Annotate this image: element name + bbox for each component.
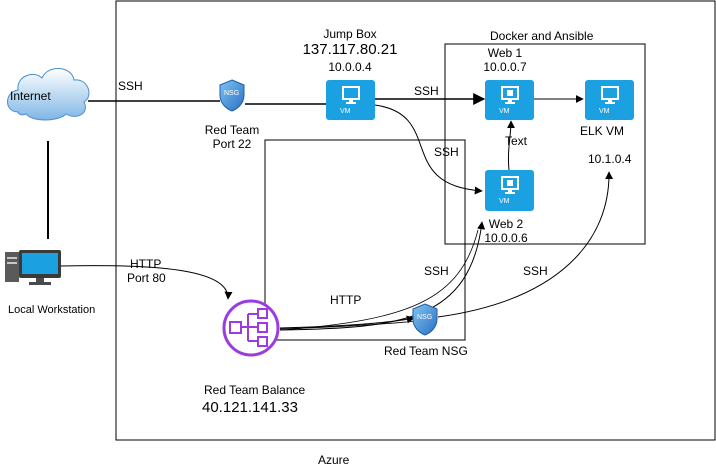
internet-ssh-label: SSH (118, 79, 143, 93)
lb-to-nsg-edge (279, 315, 415, 329)
web2-ip: 10.0.0.6 (484, 231, 528, 245)
load-balancer-ip: 40.121.141.33 (202, 399, 298, 416)
nsg-to-elk-edge (437, 171, 614, 318)
jumpbox-vm-icon (326, 80, 375, 120)
vm-badge-elk: VM (599, 108, 610, 115)
web1-ip: 10.0.0.7 (483, 60, 527, 74)
nsg-badge-bottom: NSG (417, 314, 433, 321)
lb-to-web2-edge (279, 221, 486, 331)
vm-badge-jumpbox: VM (340, 108, 351, 115)
azure-container (115, 0, 716, 441)
web1-title: Web 1 (487, 46, 523, 60)
web1-vm-icon (485, 80, 534, 120)
web2-vm-icon (485, 170, 534, 211)
jump-box-title: Jump Box (323, 27, 377, 41)
docker-ansible-label: Docker and Ansible (490, 29, 594, 43)
red-team-nsg-label-2: Port 22 (212, 137, 252, 151)
red-team-nsg-bottom-label: Red Team NSG (384, 344, 468, 358)
ssh-nsg-elk-label: SSH (523, 264, 548, 278)
workstation-to-lb-edge (59, 265, 233, 300)
ssh-jump-web2-label: SSH (434, 145, 459, 159)
web2-title: Web 2 (488, 217, 524, 231)
vm-badge-web1: VM (499, 108, 510, 115)
elk-ip: 10.1.0.4 (588, 152, 632, 166)
load-balancer-icon (222, 299, 280, 357)
ssh-nsg-web2-label: SSH (424, 264, 449, 278)
workstation-icon (5, 250, 61, 285)
ssh-jump-web1-label: SSH (414, 84, 439, 98)
port-80-label: Port 80 (127, 271, 166, 285)
vm-badge-web2: VM (499, 198, 510, 205)
red-team-nsg-label-1: Red Team (204, 123, 260, 137)
elk-vm-icon (585, 80, 634, 120)
red-team-nsg-zone (264, 139, 466, 341)
http-label: HTTP (130, 257, 162, 271)
internet-cloud-icon (7, 68, 90, 121)
jumpbox-to-web2-edge (374, 104, 483, 195)
internet-label: Internet (10, 89, 51, 103)
http-lb-nsg-label: HTTP (330, 293, 362, 307)
elk-title: ELK VM (579, 124, 624, 138)
docker-ansible-box (444, 43, 646, 245)
azure-label: Azure (318, 453, 350, 467)
lb-to-web2-edge-2 (281, 229, 479, 331)
local-workstation-label: Local Workstation (8, 304, 96, 316)
web2-to-web1-edge (506, 120, 515, 171)
text-edge-label: Text (505, 134, 528, 148)
nsg-badge-top: NSG (224, 90, 240, 97)
nsg-shield-icon (219, 79, 245, 112)
jump-box-private-ip: 10.0.0.4 (328, 60, 372, 74)
load-balancer-title: Red Team Balance (204, 383, 306, 397)
nsg-shield-bottom-icon (412, 303, 438, 336)
jump-box-public-ip: 137.117.80.21 (302, 41, 398, 58)
